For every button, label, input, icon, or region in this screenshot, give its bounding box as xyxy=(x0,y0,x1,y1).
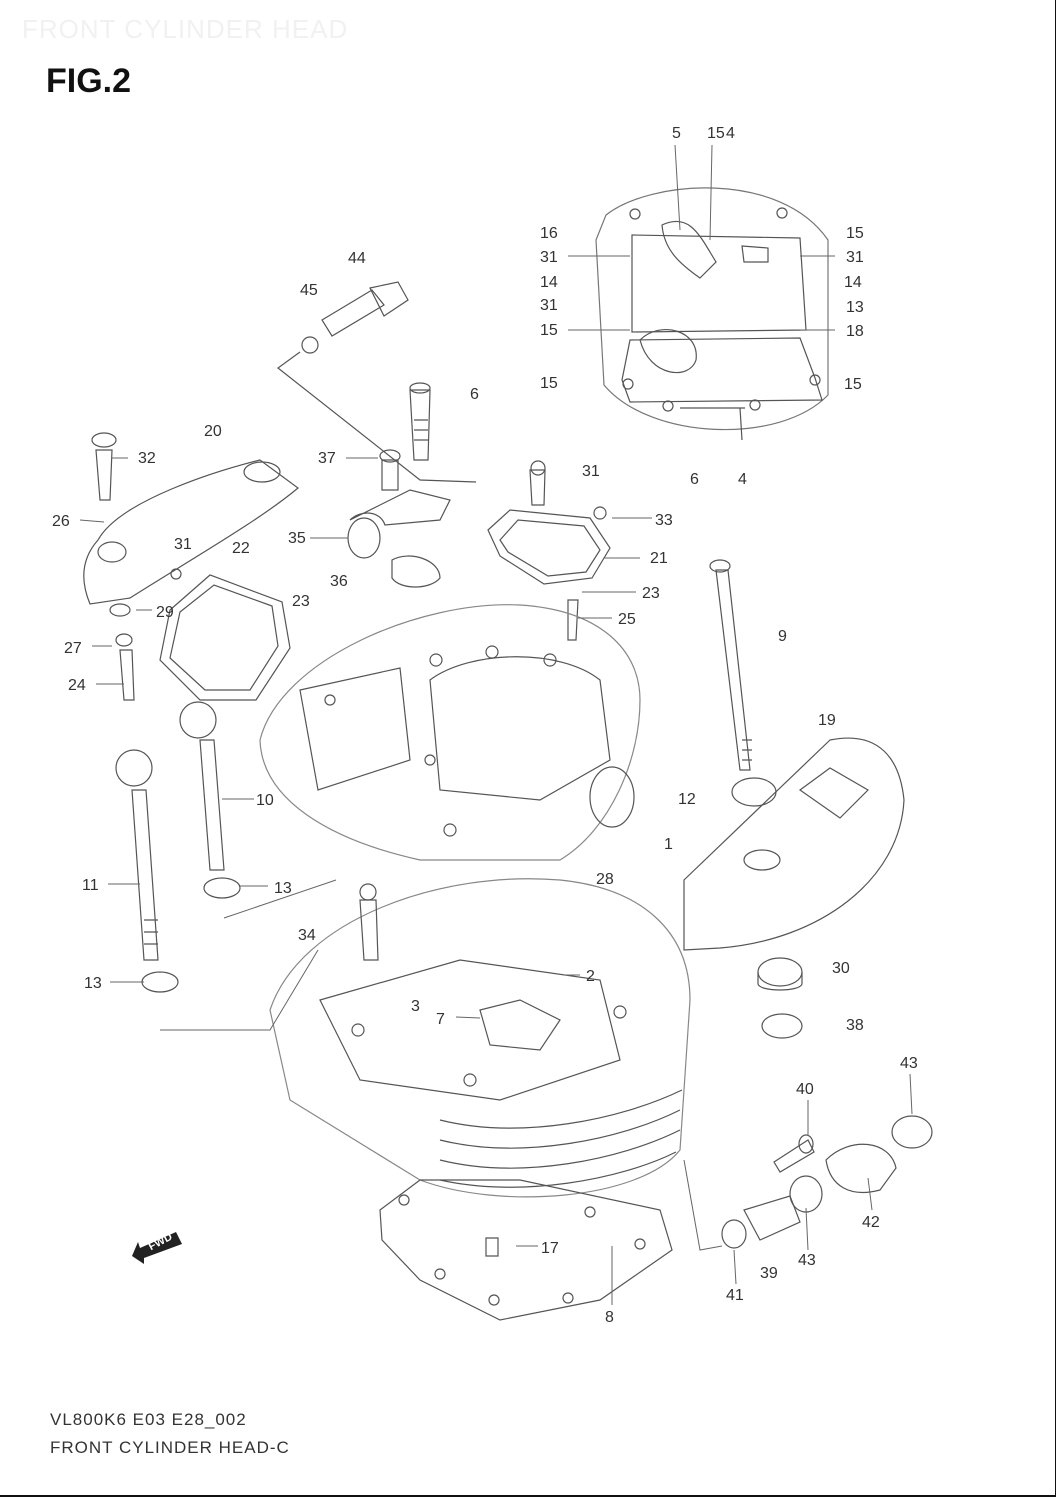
diagram-caption: FRONT CYLINDER HEAD-C xyxy=(50,1438,290,1457)
sensor-part xyxy=(277,281,477,483)
callout-c6b: 6 xyxy=(470,386,479,403)
callout-c34: 34 xyxy=(298,927,316,944)
callout-c15a: 15 xyxy=(707,125,725,142)
header-watermark: FRONT CYLINDER HEAD xyxy=(22,14,349,44)
callout-c25: 25 xyxy=(618,611,636,628)
callout-c1: 1 xyxy=(664,836,673,853)
callout-c23a: 23 xyxy=(292,593,310,610)
callout-c14b: 14 xyxy=(844,274,862,291)
fitting-parts xyxy=(721,1115,933,1249)
callout-c26: 26 xyxy=(52,513,70,530)
callout-c41: 41 xyxy=(726,1287,744,1304)
callout-c18: 18 xyxy=(846,323,864,340)
callout-c13b: 13 xyxy=(274,880,292,897)
callout-c16: 16 xyxy=(540,225,558,242)
callout-c3: 3 xyxy=(411,998,420,1015)
leader-lines xyxy=(79,144,913,1305)
callout-c15d: 15 xyxy=(540,375,558,392)
callout-c43b: 43 xyxy=(798,1252,816,1269)
bolt-11-part xyxy=(115,749,179,993)
callout-c13a: 13 xyxy=(846,299,864,316)
figure-label: FIG.2 xyxy=(46,62,132,100)
gasket-plate-part xyxy=(683,737,905,951)
callout-c2: 2 xyxy=(586,968,595,985)
callout-c15b: 15 xyxy=(540,322,558,339)
callout-c45: 45 xyxy=(300,282,318,299)
bolt-10-part xyxy=(179,701,241,899)
pipe-35-part xyxy=(347,449,451,588)
callout-c6a: 6 xyxy=(690,471,699,488)
callout-c40: 40 xyxy=(796,1081,814,1098)
callout-c19: 19 xyxy=(818,712,836,729)
drawing-code: VL800K6 E03 E28_002 xyxy=(50,1410,247,1429)
callout-c31b: 31 xyxy=(540,297,558,314)
callout-c11: 11 xyxy=(82,877,99,894)
callout-c10: 10 xyxy=(256,792,274,809)
callout-c7: 7 xyxy=(436,1011,445,1028)
callout-c12: 12 xyxy=(678,791,696,808)
callout-c23b: 23 xyxy=(642,585,660,602)
bolt-6-part xyxy=(409,382,431,461)
cylinder-part xyxy=(269,878,691,1198)
callout-c31a: 31 xyxy=(540,249,558,266)
cover-22-part xyxy=(109,568,291,701)
callout-c15c: 15 xyxy=(846,225,864,242)
callout-c8: 8 xyxy=(605,1309,614,1326)
callout-c15e: 15 xyxy=(844,376,862,393)
callout-c28: 28 xyxy=(596,871,614,888)
callout-c17: 17 xyxy=(541,1240,559,1257)
callout-c35: 35 xyxy=(288,530,306,547)
callout-c24: 24 xyxy=(68,677,86,694)
callout-c4b: 4 xyxy=(738,471,747,488)
cover-21-part xyxy=(487,460,611,641)
callout-c20: 20 xyxy=(204,423,222,440)
callout-c29: 29 xyxy=(156,604,174,621)
callout-c5: 5 xyxy=(672,125,681,142)
callout-c21: 21 xyxy=(650,550,668,567)
callout-c31d: 31 xyxy=(582,463,600,480)
callout-c9: 9 xyxy=(778,628,787,645)
callout-c32: 32 xyxy=(138,450,156,467)
callout-c36: 36 xyxy=(330,573,348,590)
callout-c33: 33 xyxy=(655,512,673,529)
stud-9-part xyxy=(709,559,777,807)
callout-c31c: 31 xyxy=(846,249,864,266)
spacer-30-part xyxy=(757,957,803,1039)
forward-arrow-icon xyxy=(132,1232,182,1264)
callout-c42: 42 xyxy=(862,1214,880,1231)
callout-c31e: 31 xyxy=(174,536,192,553)
callout-c22: 22 xyxy=(232,540,250,557)
callout-c13c: 13 xyxy=(84,975,102,992)
callout-c44: 44 xyxy=(348,250,366,267)
cylinder-head-part xyxy=(259,604,641,861)
callout-c37: 37 xyxy=(318,450,336,467)
callout-c30: 30 xyxy=(832,960,850,977)
callout-c38: 38 xyxy=(846,1017,864,1034)
base-gasket-part xyxy=(379,1179,673,1321)
callout-c4a: 4 xyxy=(726,125,735,142)
callout-c27: 27 xyxy=(64,640,82,657)
bracket-20-part xyxy=(83,432,299,605)
callout-c43a: 43 xyxy=(900,1055,918,1072)
callout-c39: 39 xyxy=(760,1265,778,1282)
head-cover-part xyxy=(595,187,829,441)
callout-c14a: 14 xyxy=(540,274,558,291)
